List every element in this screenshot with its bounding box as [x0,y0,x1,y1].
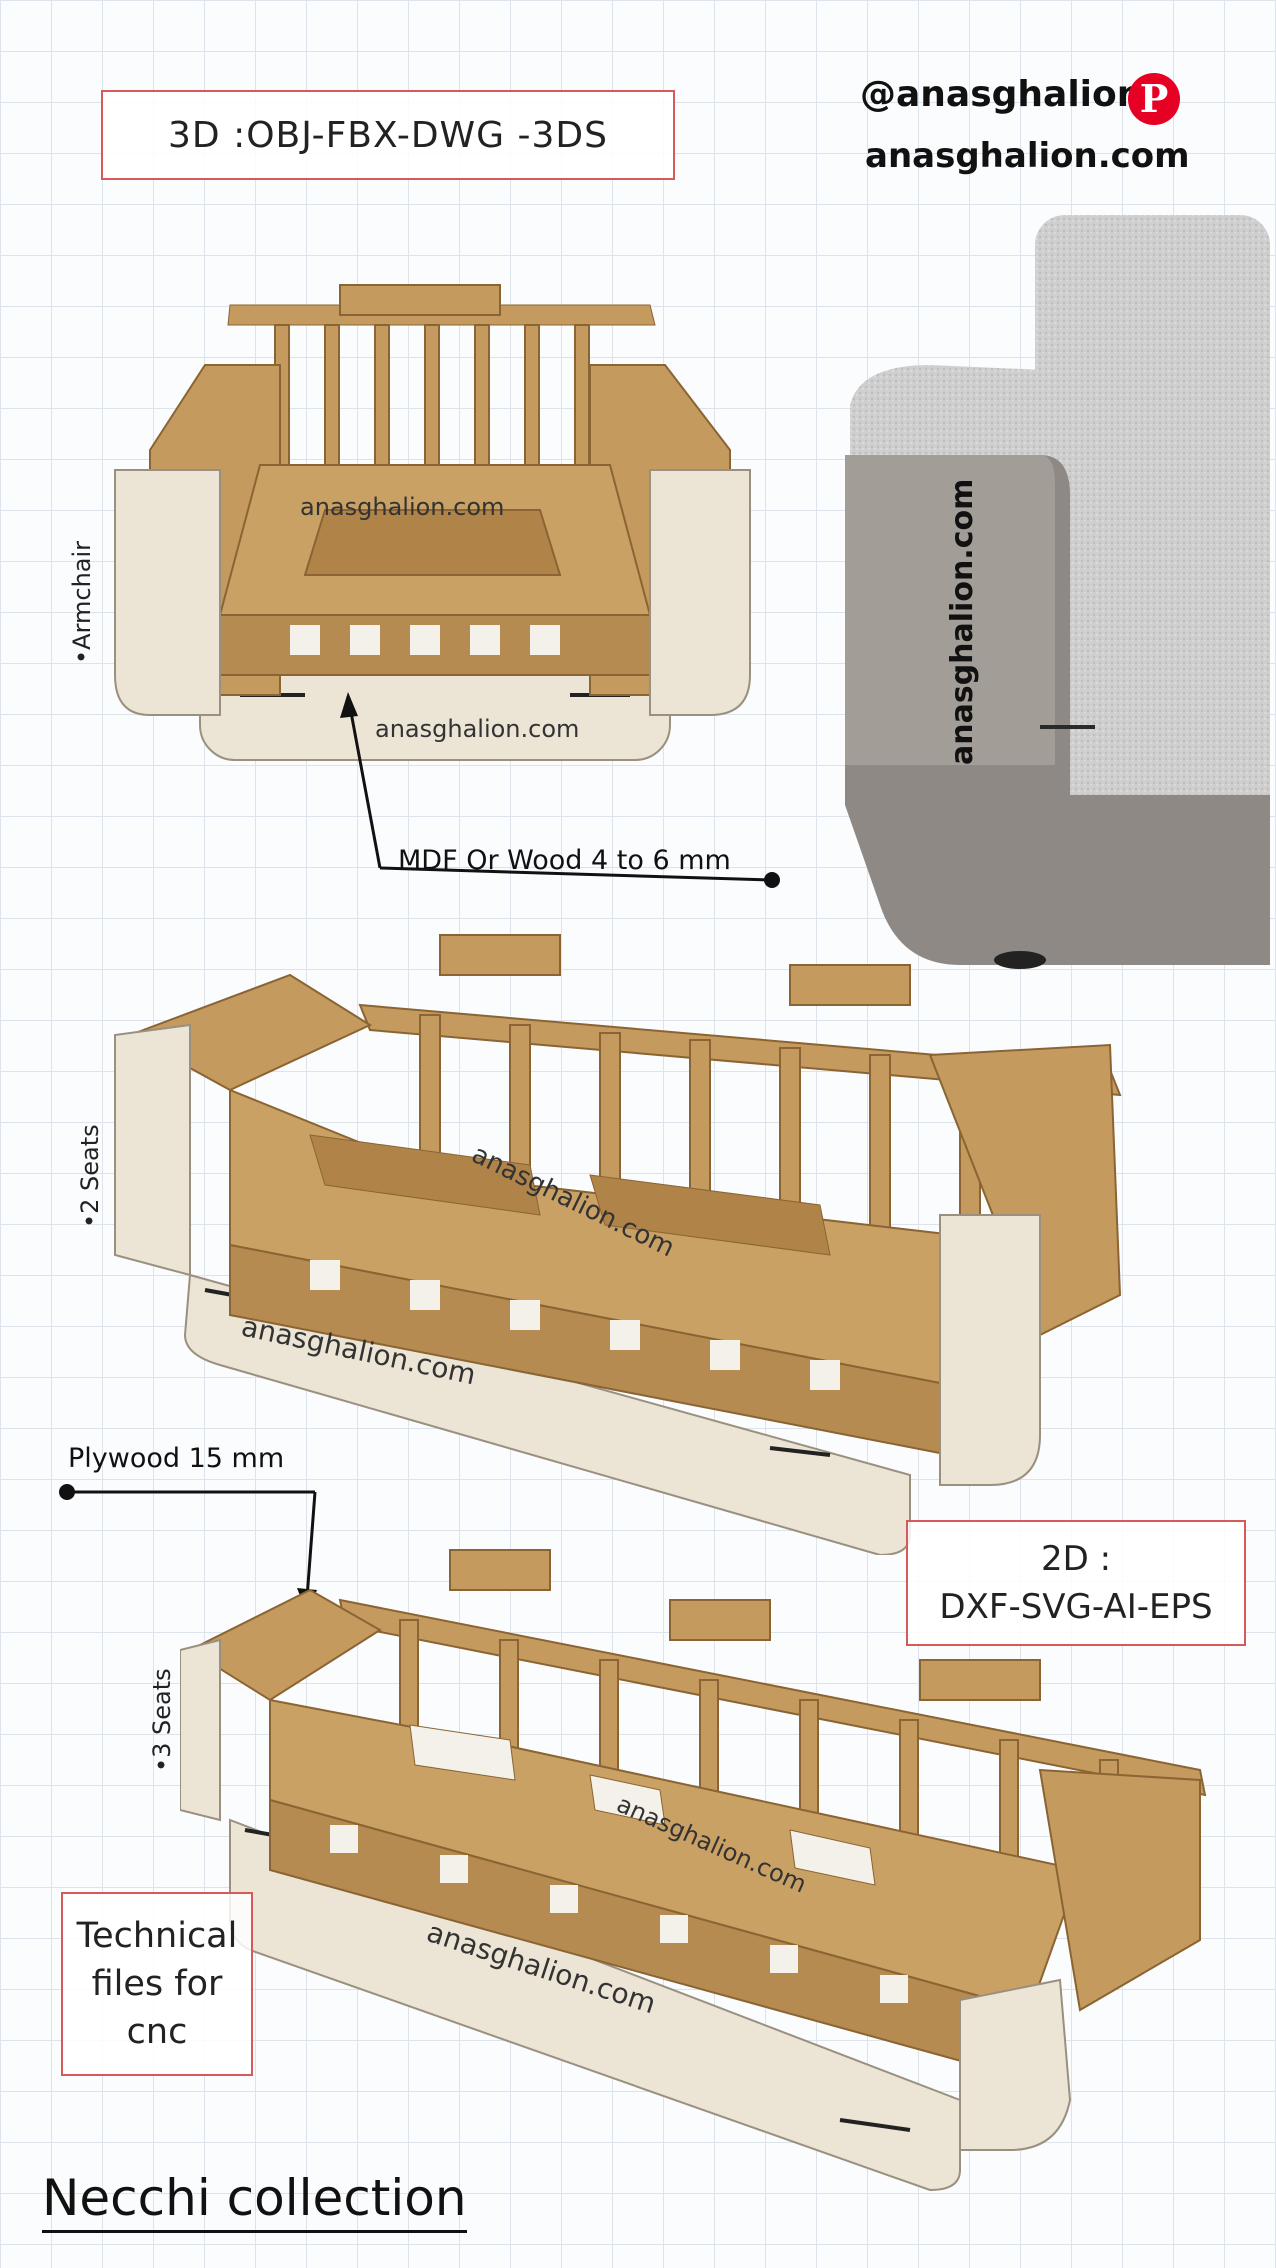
technical-line3: cnc [126,2012,188,2052]
two-seats-label: •2 Seats [76,1124,104,1228]
pinterest-icon[interactable]: P [1128,73,1180,125]
mdf-callout: MDF Or Wood 4 to 6 mm [398,845,731,876]
formats-2d-line2: DXF-SVG-AI-EPS [939,1587,1213,1627]
three-seats-label: •3 Seats [148,1668,176,1772]
plywood-callout: Plywood 15 mm [68,1443,285,1474]
sofa-photo: anasghalion.com [845,215,1270,969]
two-seat-frame-render: anasghalion.com anasghalion.com [114,934,1122,1555]
mdf-callout-line [340,692,780,888]
formats-2d-box: 2D : DXF-SVG-AI-EPS [906,1520,1246,1646]
watermark: anasghalion.com [300,493,504,521]
technical-line1: Technical [76,1916,238,1956]
three-seat-frame-render: anasghalion.com anasghalion.com [180,1549,1207,2192]
formats-2d-line1: 2D : [1040,1539,1112,1579]
armchair-frame-render: anasghalion.com anasghalion.com [114,284,751,761]
collection-title: Necchi collection [42,2168,467,2233]
website-link[interactable]: anasghalion.com [865,136,1190,176]
photo-watermark: anasghalion.com [945,479,980,765]
armchair-label: •Armchair [68,540,96,664]
technical-files-box: Technical files for cnc [61,1892,253,2076]
social-handle[interactable]: @anasghalion [860,74,1143,115]
watermark: anasghalion.com [375,715,579,743]
technical-line2: files for [91,1964,223,2004]
formats-3d-text: 3D :OBJ-FBX-DWG -3DS [168,114,608,156]
formats-3d-box: 3D :OBJ-FBX-DWG -3DS [101,90,675,180]
